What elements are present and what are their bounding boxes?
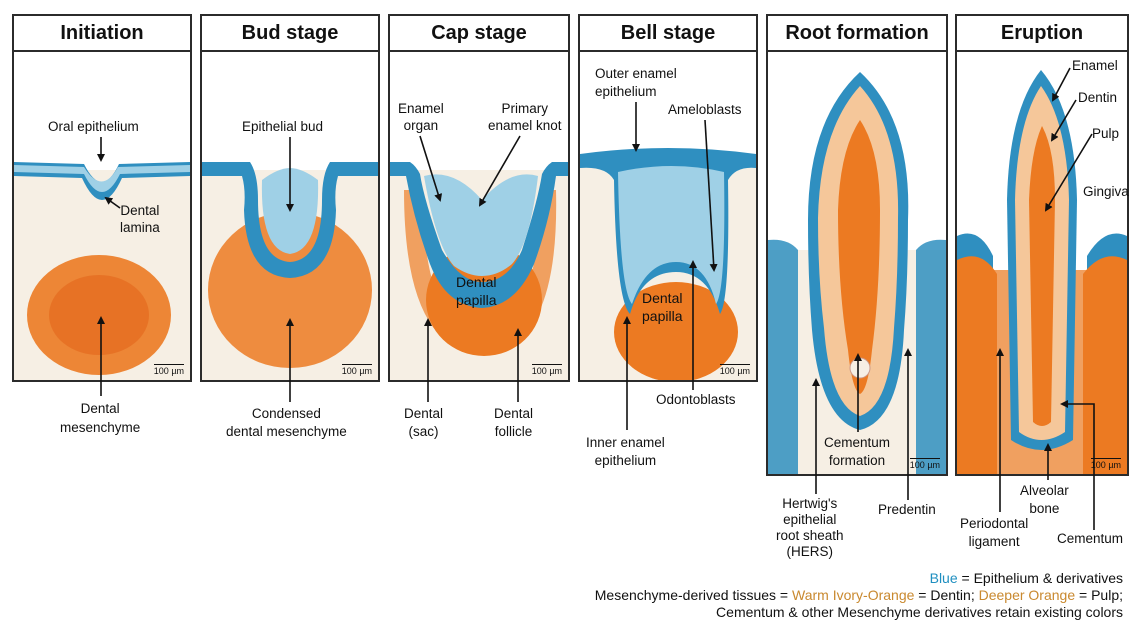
legend: Blue = Epithelium & derivatives Mesenchy… — [595, 570, 1123, 621]
label-dental-sac: Dental(sac) — [404, 405, 443, 441]
scale-bar: 100 µm — [720, 364, 750, 376]
scale-bar: 100 µm — [910, 458, 940, 470]
scale-bar: 100 µm — [154, 364, 184, 376]
panel-cap-stage: Cap stage 100 µm — [388, 14, 570, 382]
label-pulp: Pulp — [1092, 126, 1119, 142]
legend-ivory-word: Warm Ivory-Orange — [792, 587, 914, 603]
label-gingiva: Gingiva — [1083, 184, 1129, 200]
root-formation-illustration — [768, 50, 946, 474]
panel-title: Root formation — [768, 16, 946, 52]
scale-bar: 100 µm — [1091, 458, 1121, 470]
label-epithelial-bud: Epithelial bud — [242, 119, 323, 135]
scale-bar: 100 µm — [532, 364, 562, 376]
legend-blue-word: Blue — [930, 570, 958, 586]
scale-bar: 100 µm — [342, 364, 372, 376]
panel-title: Bud stage — [202, 16, 378, 52]
panel-title: Cap stage — [390, 16, 568, 52]
legend-line-cementum: Cementum & other Mesenchyme derivatives … — [595, 604, 1123, 621]
panel-root-formation: Root formation 100 µm — [766, 14, 948, 476]
label-enamel: Enamel — [1072, 58, 1118, 74]
label-odontoblasts: Odontoblasts — [656, 392, 736, 408]
label-ameloblasts: Ameloblasts — [668, 102, 742, 118]
bud-stage-illustration — [202, 50, 378, 380]
legend-line-mesenchyme: Mesenchyme-derived tissues = Warm Ivory-… — [595, 587, 1123, 604]
initiation-illustration — [14, 50, 190, 380]
eruption-illustration — [957, 50, 1127, 474]
legend-line-epithelium: Blue = Epithelium & derivatives — [595, 570, 1123, 587]
label-oral-epithelium: Oral epithelium — [48, 119, 139, 135]
label-predentin: Predentin — [878, 502, 936, 518]
label-cementum: Cementum — [1057, 531, 1123, 547]
panel-initiation: Initiation 100 µm — [12, 14, 192, 382]
panel-bud-stage: Bud stage 100 µm — [200, 14, 380, 382]
legend-deep-word: Deeper Orange — [979, 587, 1076, 603]
panel-title: Initiation — [14, 16, 190, 52]
panel-title: Bell stage — [580, 16, 756, 52]
label-dentin: Dentin — [1078, 90, 1117, 106]
panel-eruption: Eruption 100 µm — [955, 14, 1129, 476]
panel-title: Eruption — [957, 16, 1127, 52]
